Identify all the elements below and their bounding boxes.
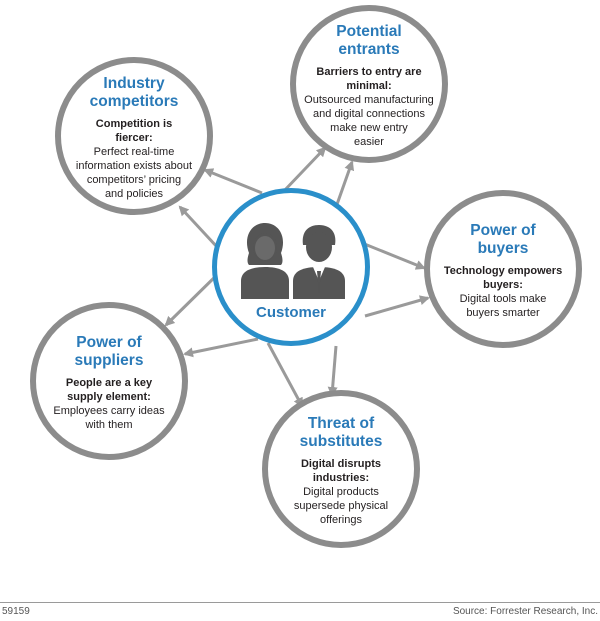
node-description: Outsourced manufacturing and digital con…	[304, 94, 434, 148]
source-credit: Source: Forrester Research, Inc.	[452, 606, 598, 617]
node-subtitle: People are a key supply element:	[65, 377, 153, 403]
industry-competitors-node: Industry competitors Competition is fier…	[55, 57, 213, 215]
arrow-icon	[361, 241, 426, 270]
arrow-icon	[203, 168, 263, 195]
arrow-icon	[266, 342, 304, 408]
arrow-icon	[178, 205, 220, 250]
arrow-icon	[281, 146, 327, 194]
node-description: Perfect real-time information exists abo…	[75, 146, 193, 200]
potential-entrants-node: Potential entrants Barriers to entry are…	[290, 5, 448, 163]
customer-node: Customer	[212, 188, 370, 346]
arrow-icon	[333, 160, 355, 211]
arrow-icon	[183, 337, 259, 358]
node-description: Digital products supersede physical offe…	[293, 486, 389, 526]
node-title: Potential entrants	[336, 23, 402, 58]
footer-divider	[0, 602, 600, 603]
power-of-buyers-node: Power of buyers Technology empowers buye…	[424, 190, 582, 348]
node-title: Industry competitors	[89, 75, 179, 110]
arrow-icon	[327, 345, 338, 397]
customer-people-icon	[241, 223, 345, 299]
node-description: Digital tools make buyers smarter	[459, 293, 547, 319]
arrow-icon	[364, 295, 430, 318]
node-subtitle: Technology empowers buyers:	[443, 265, 563, 291]
node-subtitle: Competition is fiercer:	[95, 118, 173, 144]
man-icon	[293, 225, 345, 299]
threat-of-substitutes-node: Threat of substitutes Digital disrupts i…	[262, 390, 420, 548]
customer-label: Customer	[255, 304, 326, 321]
node-title: Power of suppliers	[74, 334, 144, 369]
node-title: Power of buyers	[470, 222, 536, 257]
woman-icon	[241, 223, 289, 299]
node-subtitle: Digital disrupts industries:	[300, 458, 382, 484]
power-of-suppliers-node: Power of suppliers People are a key supp…	[30, 302, 188, 460]
node-title: Threat of substitutes	[299, 415, 383, 450]
node-description: Employees carry ideas with them	[53, 405, 165, 431]
figure-id: 59159	[2, 606, 30, 617]
node-subtitle: Barriers to entry are minimal:	[316, 66, 422, 92]
